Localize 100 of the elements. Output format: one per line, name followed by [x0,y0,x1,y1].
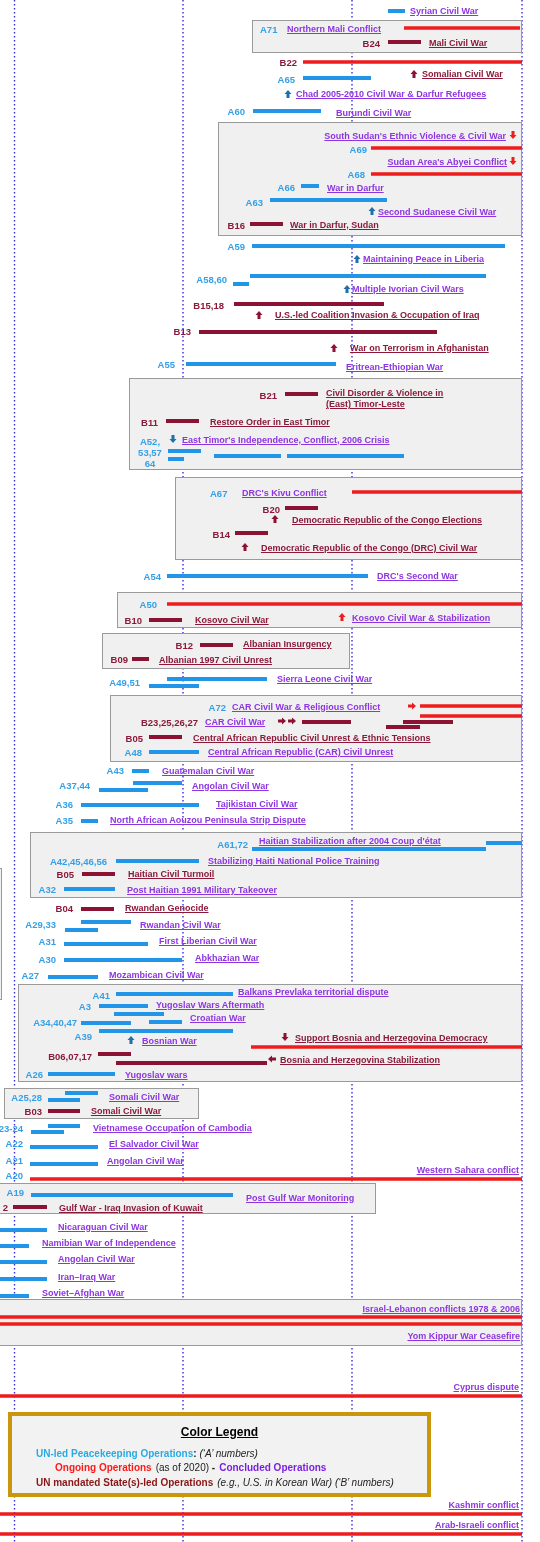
operation-code: A43 [106,764,124,776]
operation-code: A25,28 [11,1091,42,1103]
operation-code: A39 [74,1030,92,1042]
operation-code: A31 [38,935,56,947]
operation-code: A68 [347,168,365,180]
operation-code: B16 [227,219,245,231]
conflict-link: Central African Republic (CAR) Civil Unrest [208,746,394,758]
conflict-link: Western Sahara conflict [416,1164,519,1176]
group-panel [102,633,350,669]
operation-code: A63 [245,196,263,208]
conflict-link: Vietnamese Occupation of Cambodia [93,1122,252,1134]
legend-note: : (‘A’ numbers) [193,1447,258,1460]
group-panel [30,832,522,898]
operation-code: A26 [25,1068,43,1080]
group-panel [18,984,522,1082]
conflict-link: Restore Order in East Timor [210,416,330,428]
conflict-link: Northern Mali Conflict [287,23,381,35]
operation-code: B12 [175,639,193,651]
operation-code: A59 [227,240,245,252]
operation-code: A55 [157,358,175,370]
conflict-link: Albanian Insurgency [243,638,332,650]
operation-code: A36 [55,798,73,810]
conflict-link: Post Haitian 1991 Military Takeover [127,884,277,896]
conflict-link: Abkhazian War [195,952,260,964]
conflict-link: Israel-Lebanon conflicts 1978 & 2006 [362,1303,520,1315]
conflict-link: Kosovo Civil War [195,614,269,626]
conflict-link: War in Darfur, Sudan [290,219,379,231]
conflict-link: Multiple Ivorian Civil Wars [352,283,464,295]
operation-code: A37,44 [59,779,90,791]
conflict-link: Haitian Stabilization after 2004 Coup d'état [259,835,441,847]
conflict-link: Somali Civil War [91,1105,162,1117]
operation-code: A48 [124,746,142,758]
conflict-link: El Salvador Civil War [109,1138,199,1150]
conflict-link: Mozambican Civil War [109,969,204,981]
conflict-link: Tajikistan Civil War [216,798,298,810]
conflict-link: Sudan Area's Abyei Conflict [387,156,507,168]
group-panel [129,378,522,470]
legend-entry: UN mandated State(s)-led Operations [36,1476,214,1489]
operation-code: A34,40,47 [33,1016,77,1028]
operation-code: A19 [6,1186,24,1198]
conflict-link: War on Terrorism in Afghanistan [350,342,489,354]
conflict-link: Haitian Civil Turmoil [128,868,215,880]
legend-box [8,1412,431,1497]
conflict-link: Cyprus dispute [453,1381,519,1393]
group-panel [4,1088,199,1119]
group-panel [252,20,522,53]
group-panel [0,1183,376,1214]
conflict-link: Yom Kippur War Ceasefire [407,1330,520,1342]
operation-code: B14 [212,528,230,540]
conflict-link: Arab-Israeli conflict [434,1519,519,1531]
legend-note: (as of 2020) - [155,1461,216,1474]
legend-title: Color Legend [179,1425,260,1439]
operation-code: B04 [55,902,73,914]
conflict-link: Rwandan Genocide [125,902,209,914]
conflict-link: CAR Civil War & Religious Conflict [232,701,381,713]
operation-code: B23,25,26,27 [140,716,198,728]
conflict-link: Burundi Civil War [336,107,412,119]
operation-code: B15,18 [193,299,224,311]
conflict-link: Croatian War [190,1012,246,1024]
conflict-link: Democratic Republic of the Congo (DRC) Civil War [261,542,478,554]
operation-code: A41 [92,989,110,1001]
conflict-link: CAR Civil War [205,716,266,728]
operation-code: A50 [139,598,157,610]
conflict-link: Bosnian War [142,1035,197,1047]
operation-code: B05 [56,868,74,880]
operation-code: A3 [78,1000,91,1012]
operation-code: B09 [110,653,128,665]
operation-code: A61,72 [217,838,248,850]
group-panel [175,477,522,560]
conflict-link: U.S.-led Coalition Invasion & Occupation of Iraq [275,309,480,321]
conflict-link: Nicaraguan Civil War [58,1221,148,1233]
conflict-link: Central African Republic Civil Unrest & Ethnic Tensions [193,732,431,744]
conflict-link: Angolan Civil War [192,780,269,792]
operation-code: B20 [262,503,280,515]
operation-code: A67 [210,487,228,499]
conflict-link: Gulf War - Iraq Invasion of Kuwait [59,1202,203,1214]
operation-code: B05 [125,732,143,744]
conflict-link: Kosovo Civil War & Stabilization [352,612,491,624]
operation-code: A72 [208,701,226,713]
conflict-link: Rwandan Civil War [140,919,221,931]
conflict-link: Support Bosnia and Herzegovina Democracy [295,1032,488,1044]
operation-code: A30 [38,953,56,965]
conflict-link: Albanian 1997 Civil Unrest [159,654,273,666]
operation-code: A42,45,46,56 [49,855,107,867]
operation-code: B13 [173,325,191,337]
group-panel [218,122,522,236]
operation-code: A20 [5,1169,23,1181]
operation-code: A29,33 [25,918,56,930]
conflict-link: First Liberian Civil War [159,935,257,947]
operation-code: B10 [124,614,142,626]
operation-code: A52, 53,57 64 [137,435,163,469]
operation-code: B03 [24,1105,42,1117]
operation-code: A54 [143,570,161,582]
operation-code: A65 [277,73,295,85]
conflict-link: South Sudan's Ethnic Violence & Civil War [324,130,506,142]
legend-entry: Ongoing Operations [55,1461,152,1474]
conflict-link: Mali Civil War [429,37,488,49]
operation-code: B24 [362,37,380,49]
conflict-link: Civil Disorder & Violence in (East) Timor-Leste [326,388,445,410]
conflict-link: Balkans Prevlaka territorial dispute [238,986,389,998]
